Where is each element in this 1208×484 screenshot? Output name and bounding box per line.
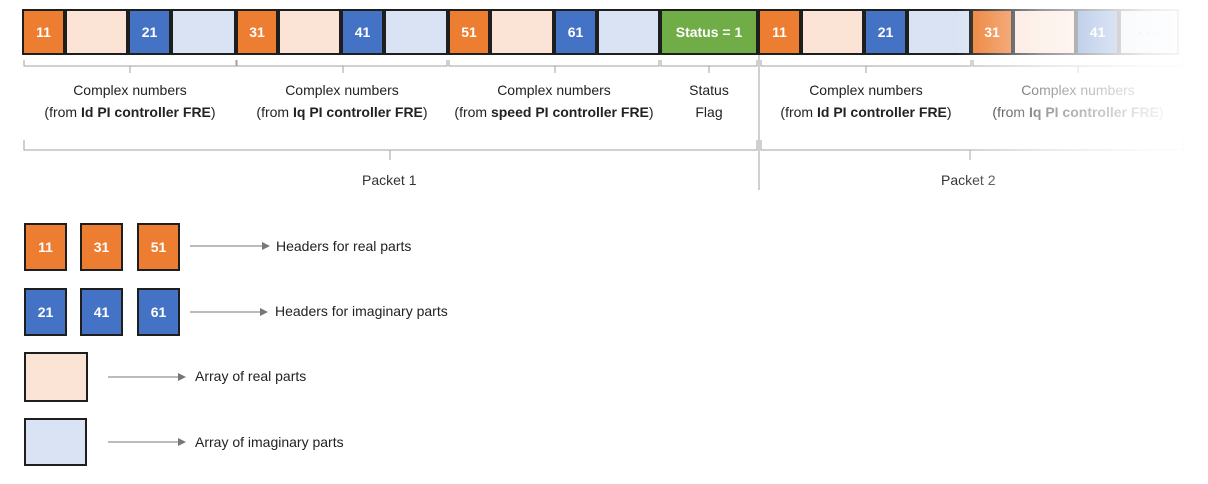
real-header-cell: 11 [758,9,801,55]
legend-imag-array [24,418,87,466]
legend-real-header-11: 11 [24,223,67,271]
legend-real-header-51: 51 [137,223,180,271]
group-label-status-flag: Status Flag [689,82,729,120]
legend-imag-header-21: 21 [24,288,67,336]
imag-array-cell [384,9,448,55]
legend-imag-header-61: 61 [137,288,180,336]
imag-header-cell: 21 [864,9,907,55]
legend-imag-array-label: Array of imaginary parts [195,434,344,450]
imag-header-cell: 41 [341,9,384,55]
legend-imag-header-41: 41 [80,288,123,336]
real-header-cell: 51 [448,9,490,55]
real-header-cell: 11 [22,9,65,55]
real-array-cell [801,9,864,55]
imag-array-cell [171,9,236,55]
imag-header-cell: 61 [554,9,597,55]
legend-real-array-label: Array of real parts [195,368,307,384]
legend-real-headers-label: Headers for real parts [276,238,412,254]
legend-imag-headers-label: Headers for imaginary parts [275,303,448,319]
real-array-cell [490,9,554,55]
real-array-cell [65,9,128,55]
group-label-iq-fre: Complex numbers (from Iq PI controller F… [256,82,428,120]
imag-header-cell: 21 [128,9,171,55]
status-flag-cell: Status = 1 [660,9,758,55]
group-label-speed-fre: Complex numbers (from speed PI controlle… [454,82,654,120]
imag-array-cell [597,9,660,55]
legend-real-header-31: 31 [80,223,123,271]
real-header-cell: 31 [236,9,278,55]
real-array-cell [278,9,341,55]
group-label-id-fre-p2: Complex numbers (from Id PI controller F… [780,82,952,120]
packet-1-label: Packet 1 [362,172,417,188]
legend-real-array [24,352,88,402]
group-label-id-fre: Complex numbers (from Id PI controller F… [44,82,216,120]
